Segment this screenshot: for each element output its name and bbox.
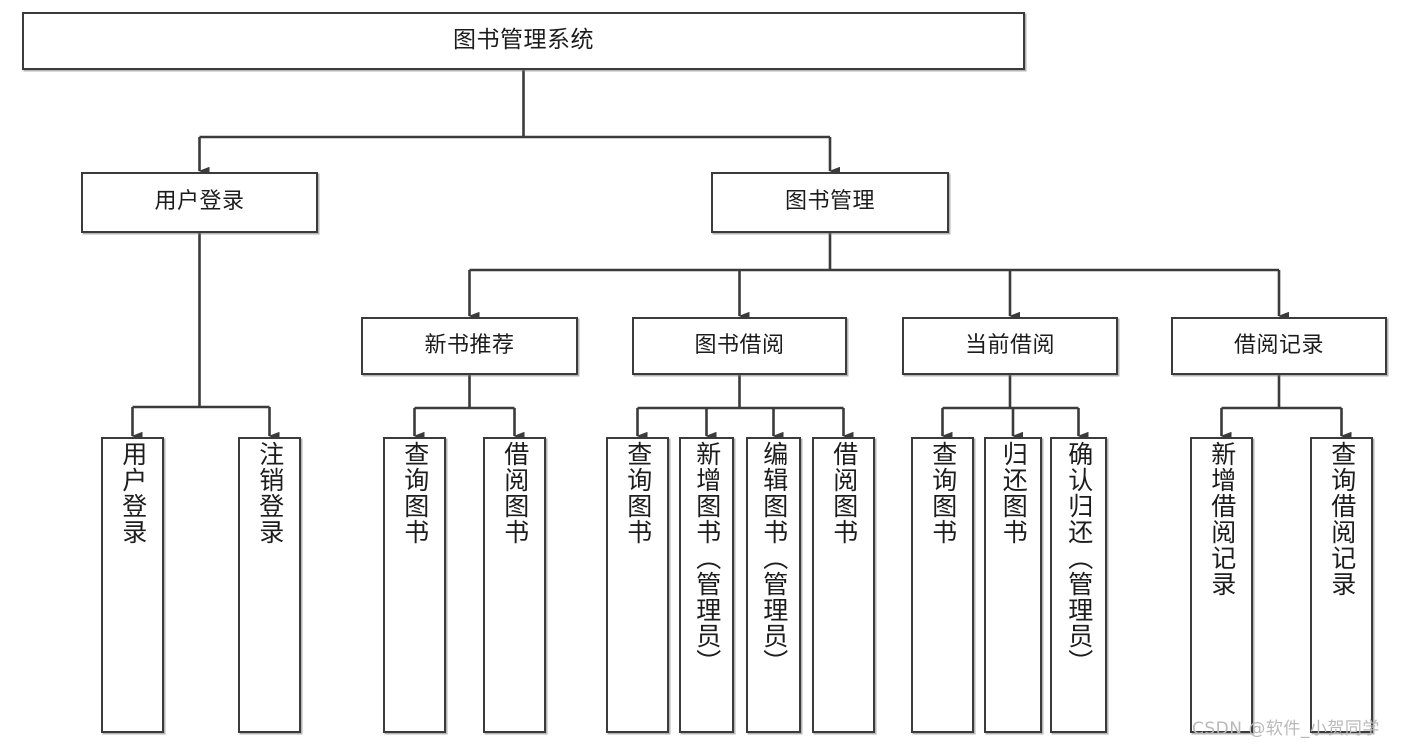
node-book-manage-label: 图书管理 [784, 189, 875, 215]
node-current-borrow[interactable]: 当前借阅 [902, 317, 1118, 375]
node-book-borrow[interactable]: 图书借阅 [632, 317, 847, 375]
node-leaf-logout-label: 注销登录 [255, 441, 285, 545]
node-leaf-add-record-label: 新增借阅记录 [1207, 441, 1237, 597]
node-leaf-query-book-1-label: 查询图书 [400, 441, 430, 545]
node-leaf-user-login[interactable]: 用户登录 [101, 437, 164, 733]
node-current-borrow-label: 当前借阅 [964, 332, 1055, 358]
node-leaf-borrow-book-1[interactable]: 借阅图书 [483, 437, 546, 733]
node-leaf-return-book-label: 归还图书 [999, 441, 1029, 545]
node-leaf-query-book-2-label: 查询图书 [623, 441, 653, 545]
node-leaf-borrow-book-2-label: 借阅图书 [829, 441, 859, 545]
node-leaf-edit-book[interactable]: 编辑图书（管理员） [746, 437, 801, 733]
node-leaf-add-record[interactable]: 新增借阅记录 [1190, 437, 1253, 733]
node-new-book-recommend[interactable]: 新书推荐 [361, 317, 578, 375]
node-leaf-confirm-return-label: 确认归还（管理员） [1064, 441, 1094, 675]
node-leaf-add-book[interactable]: 新增图书（管理员） [679, 437, 734, 733]
node-root[interactable]: 图书管理系统 [22, 12, 1025, 70]
node-leaf-user-login-label: 用户登录 [118, 441, 148, 545]
node-leaf-confirm-return[interactable]: 确认归还（管理员） [1050, 437, 1107, 733]
node-leaf-logout[interactable]: 注销登录 [238, 437, 301, 733]
node-user-login-label: 用户登录 [154, 189, 245, 215]
node-user-login[interactable]: 用户登录 [81, 172, 318, 233]
node-borrow-record[interactable]: 借阅记录 [1171, 317, 1387, 375]
node-leaf-query-record[interactable]: 查询借阅记录 [1310, 437, 1373, 733]
node-book-borrow-label: 图书借阅 [694, 332, 785, 358]
node-root-label: 图书管理系统 [453, 27, 594, 54]
node-leaf-query-book-1[interactable]: 查询图书 [383, 437, 446, 733]
watermark: CSDN @软件_小贺同学 [1192, 719, 1380, 739]
node-leaf-query-book-3-label: 查询图书 [928, 441, 958, 545]
node-leaf-edit-book-label: 编辑图书（管理员） [759, 441, 789, 675]
node-leaf-borrow-book-1-label: 借阅图书 [500, 441, 530, 545]
node-borrow-record-label: 借阅记录 [1233, 332, 1324, 358]
node-leaf-add-book-label: 新增图书（管理员） [692, 441, 722, 675]
node-leaf-query-record-label: 查询借阅记录 [1327, 441, 1357, 597]
node-leaf-query-book-2[interactable]: 查询图书 [606, 437, 669, 733]
node-leaf-query-book-3[interactable]: 查询图书 [911, 437, 974, 733]
node-book-manage[interactable]: 图书管理 [711, 172, 949, 233]
node-leaf-borrow-book-2[interactable]: 借阅图书 [812, 437, 875, 733]
node-new-book-recommend-label: 新书推荐 [424, 332, 515, 358]
node-leaf-return-book[interactable]: 归还图书 [984, 437, 1042, 733]
